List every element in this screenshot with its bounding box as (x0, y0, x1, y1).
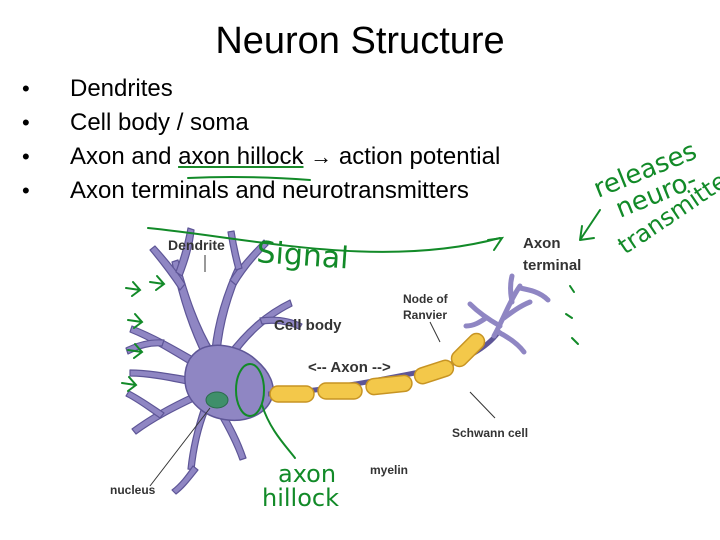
label-schwann-cell: Schwann cell (452, 426, 528, 440)
bullet-text: Dendrites (70, 75, 173, 102)
label-cell-body: Cell body (274, 317, 342, 334)
right-arrow-icon: → (310, 144, 333, 169)
myelin-sheath (269, 332, 486, 403)
myelin-segment (413, 359, 455, 385)
label-axon: <-- Axon --> (308, 359, 391, 376)
release-tick-mark (569, 285, 575, 293)
bullet-list: • Dendrites • Cell body / soma • Axon and a… (22, 72, 500, 208)
slide-title: Neuron Structure (215, 20, 505, 62)
input-arrow-icon (127, 343, 144, 359)
leader-lines (149, 255, 496, 487)
annotation-hillock: hillock (262, 484, 339, 512)
myelin-segment (450, 332, 486, 368)
input-arrow-icon (121, 376, 138, 392)
bullet-text: Cell body / soma (70, 109, 249, 136)
bullet-text-before: Axon and (70, 143, 179, 170)
bullet-item: • Axon and axon hillock → action potentia… (22, 140, 500, 174)
underline-axon-hillock (187, 175, 311, 181)
bullet-dot: • (22, 110, 30, 135)
signal-arrow-head-icon (487, 236, 505, 251)
bullet-dot: • (22, 76, 30, 101)
bullet-dot: • (22, 144, 30, 169)
myelin-segment (269, 385, 315, 403)
annotation-axon: axon (278, 460, 336, 488)
label-node-of-ranvier-1: Node of (403, 292, 449, 306)
handwritten-annotations (121, 175, 601, 459)
label-nucleus: nucleus (110, 483, 156, 497)
label-dendrite: Dendrite (168, 237, 225, 253)
myelin-segment (317, 382, 363, 400)
release-tick-mark (565, 313, 573, 319)
axon-hillock-underlined: axon hillock (178, 143, 304, 170)
label-node-of-ranvier-2: Ranvier (403, 308, 447, 322)
label-axon-terminal-1: Axon (523, 235, 561, 252)
bullet-item: • Dendrites (22, 72, 500, 106)
signal-arrow-line (147, 227, 501, 253)
label-axon-terminal-2: terminal (523, 257, 581, 274)
bullet-text: Axon terminals and neurotransmitters (70, 177, 469, 204)
input-arrow-icon (127, 313, 144, 329)
bullet-text-after: action potential (332, 143, 501, 170)
axon-hillock-circle (235, 363, 265, 417)
hillock-pointer-line (261, 404, 296, 459)
annotation-signal: Signal (255, 235, 349, 276)
bullet-item: • Cell body / soma (22, 106, 500, 140)
input-arrow-icon (149, 275, 166, 291)
releases-arrow-icon (579, 209, 601, 241)
dendrites (125, 227, 303, 495)
input-arrow-icon (125, 281, 142, 297)
nucleus (205, 391, 229, 409)
release-tick-mark (571, 337, 579, 345)
label-myelin: myelin (370, 463, 408, 477)
bullet-dot: • (22, 178, 30, 203)
myelin-segment (365, 374, 413, 396)
axon-terminal-branches (463, 273, 551, 355)
bullet-item: • Axon terminals and neurotransmitters (22, 174, 500, 208)
